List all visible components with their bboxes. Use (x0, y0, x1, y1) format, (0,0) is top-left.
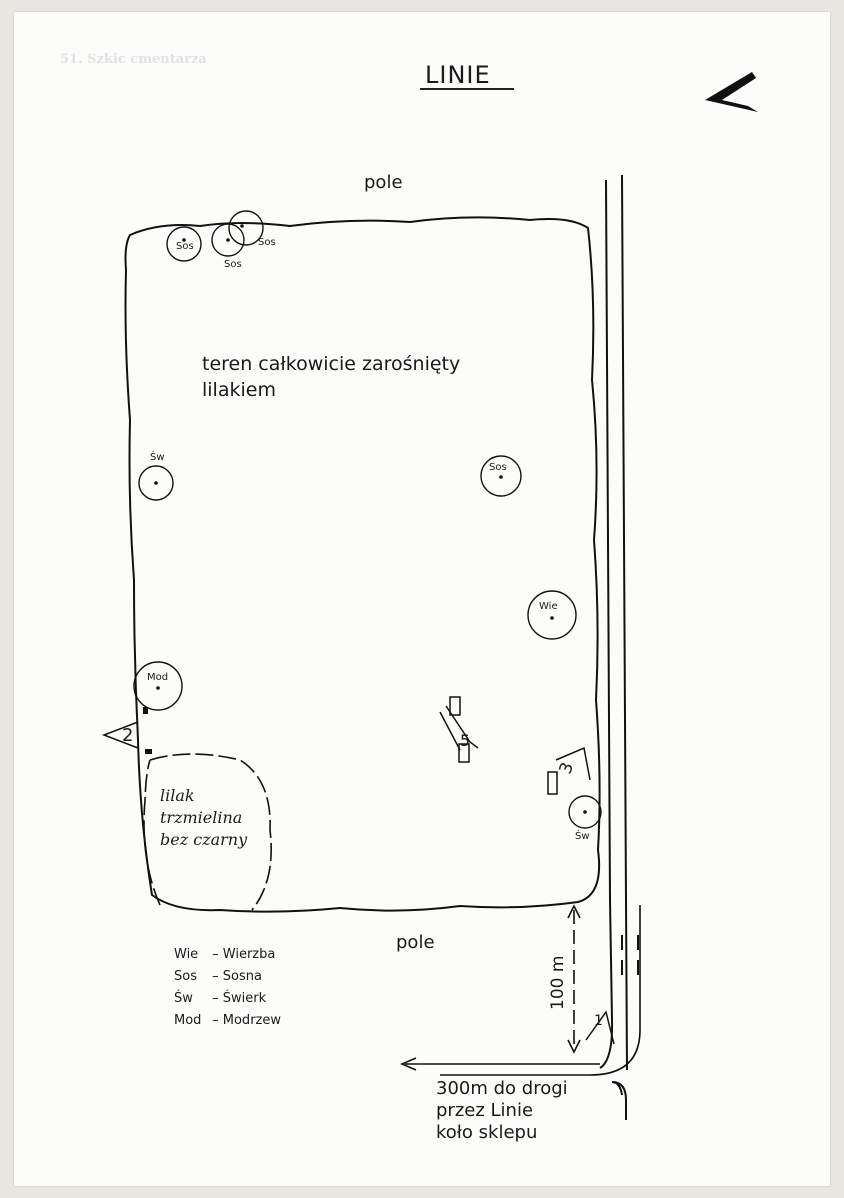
title-underline (420, 88, 514, 90)
tree-sos-1 (166, 226, 202, 262)
tree-label: Sos (258, 237, 276, 248)
direction-line2: przez Linie (436, 1100, 534, 1121)
marker-5 (439, 696, 479, 763)
marker-1-label: 1 (594, 1013, 603, 1029)
road-dashes (621, 935, 639, 975)
shrub-area (143, 753, 272, 911)
legend-item: Sos – Sosna (174, 969, 262, 984)
marker-5-label: 5 (460, 731, 471, 750)
shrubs-line3: bez czarny (160, 830, 248, 849)
marker-1 (585, 1010, 615, 1045)
map-title: LINIE (425, 61, 491, 89)
field-bottom-label: pole (396, 932, 435, 953)
direction-line3: koło sklepu (436, 1122, 538, 1143)
distance-arrow (567, 904, 581, 1054)
marker-2 (101, 707, 152, 754)
tree-sos-2 (211, 223, 245, 257)
tree-sw-2 (568, 795, 602, 829)
tree-mod-1 (133, 661, 183, 711)
tree-label: Sos (176, 241, 194, 252)
tree-sw-1 (138, 465, 174, 501)
tree-label: Mod (147, 672, 169, 683)
marker-3 (547, 746, 591, 795)
shrubs-line1: lilak (160, 786, 195, 805)
distance-label: 100 m (548, 955, 568, 1010)
marker-2-label: 2 (122, 725, 134, 746)
tree-label: Sos (224, 259, 242, 270)
faint-caption: 51. Szkic cmentarza (60, 52, 207, 67)
legend-item: Św – Świerk (174, 991, 267, 1006)
tree-label: Sos (489, 462, 507, 473)
shrubs-line2: trzmielina (160, 808, 243, 827)
legend-item: Mod – Modrzew (174, 1013, 281, 1028)
cemetery-boundary (124, 216, 601, 913)
legend: Wie – Wierzba Sos – Sosna Św – Świerk Mo… (174, 944, 281, 1032)
direction-arrow (399, 1057, 600, 1071)
tree-label: Św (150, 452, 165, 463)
field-top-label: pole (364, 172, 403, 193)
tree-wie-1 (527, 590, 577, 640)
direction-line1: 300m do drogi (436, 1078, 568, 1099)
legend-item: Wie – Wierzba (174, 947, 276, 962)
tree-sos-3 (228, 210, 264, 246)
paper-sheet (14, 12, 830, 1186)
north-arrow-icon (705, 72, 758, 112)
tree-label: Św (575, 831, 590, 842)
tree-sos-4 (480, 455, 522, 497)
tree-label: Wie (539, 601, 558, 612)
overgrown-note-line2: lilakiem (202, 379, 276, 401)
overgrown-note-line1: teren całkowicie zarośnięty (202, 353, 461, 375)
road (440, 174, 641, 1120)
